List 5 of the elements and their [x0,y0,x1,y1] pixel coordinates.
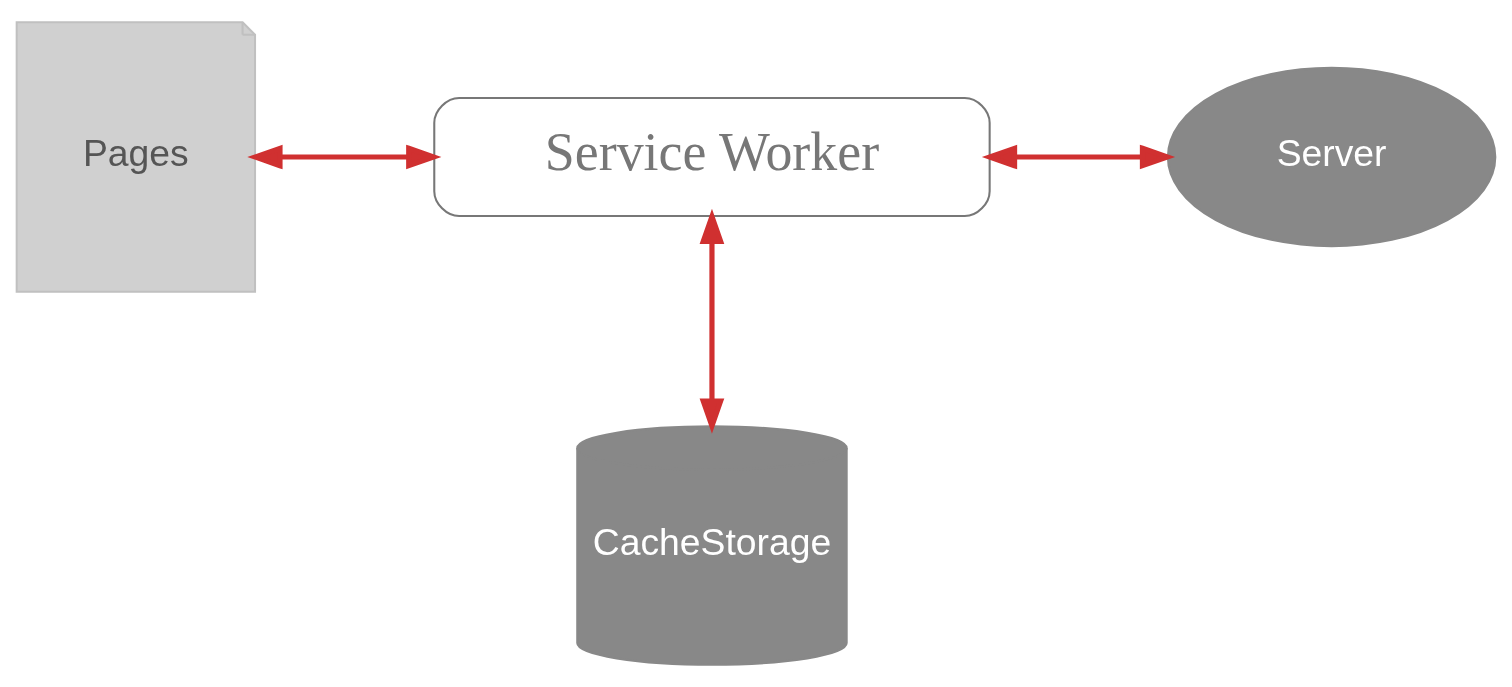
node-box: Service Worker [433,96,991,218]
node-ellipse: Server [1166,66,1497,248]
arrow [981,144,1176,170]
arrow [699,208,725,434]
arrow [247,144,442,170]
